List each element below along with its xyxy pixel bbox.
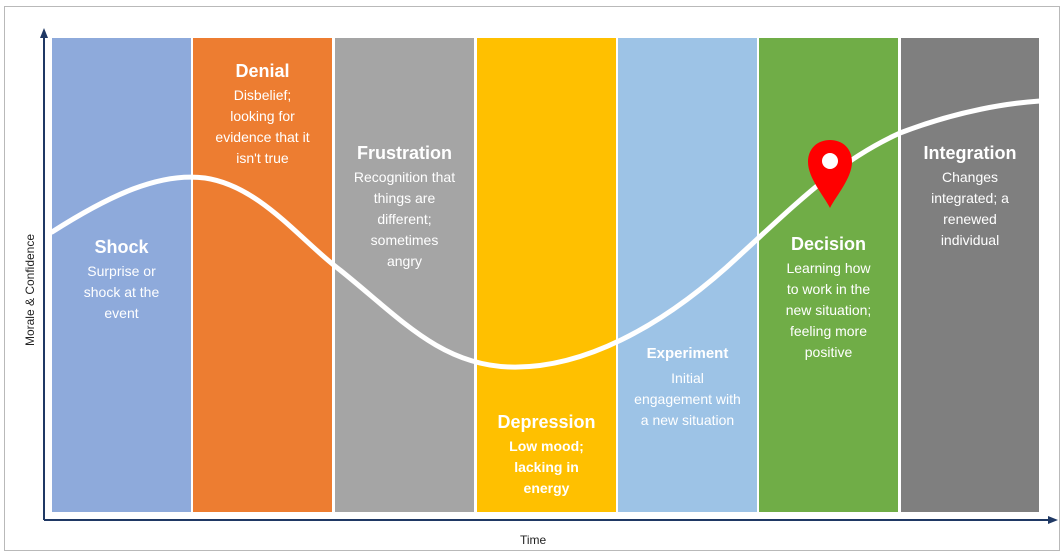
stage-desc-line: engagement with (634, 391, 741, 407)
stage-title: Integration (923, 143, 1017, 163)
stage-desc-line: individual (940, 232, 1000, 248)
stage-desc-line: event (104, 305, 139, 321)
map-pin-icon (808, 140, 852, 208)
diagram-frame (4, 6, 1060, 551)
y-axis-arrow-icon (40, 28, 48, 38)
stage-desc-line: a new situation (640, 412, 735, 428)
stage-title: Depression (497, 412, 596, 432)
stage-desc-line: things are (373, 190, 436, 206)
stage-desc-line: energy (523, 480, 570, 496)
stage-desc-line: integrated; a (931, 190, 1009, 206)
stage-denial: Denial Disbelief; looking for evidence t… (193, 38, 332, 512)
stage-desc-line: Surprise or (87, 263, 156, 279)
x-axis-arrow-icon (1048, 516, 1058, 524)
stage-desc-line: evidence that it (215, 129, 310, 145)
stage-desc-line: shock at the (83, 284, 160, 300)
stage-shock: Shock Surprise or shock at the event (52, 38, 191, 512)
stage-desc-line: angry (386, 253, 423, 269)
stage-desc-line: Disbelief; (233, 87, 292, 103)
stage-desc-line: Recognition that (353, 169, 456, 185)
y-axis-label: Morale & Confidence (23, 233, 37, 347)
stage-experiment: Experiment Initial engagement with a new… (618, 38, 757, 512)
stage-decision: Decision Learning how to work in the new… (759, 38, 898, 512)
stage-desc-line: Initial (671, 370, 704, 386)
stage-desc-line: Low mood; (509, 438, 584, 454)
stage-title: Denial (235, 61, 290, 81)
stage-desc-line: isn't true (236, 150, 289, 166)
stage-desc-line: sometimes (370, 232, 439, 248)
stage-desc-line: Learning how (786, 260, 871, 276)
morale-curve (49, 98, 1043, 370)
stage-title: Frustration (356, 143, 452, 163)
stage-desc-line: positive (804, 344, 853, 360)
stage-title: Shock (94, 237, 149, 257)
stage-frustration: Frustration Recognition that things are … (335, 38, 474, 512)
stage-title: Experiment (646, 345, 729, 362)
stage-desc-line: lacking in (514, 459, 579, 475)
stage-integration: Integration Changes integrated; a renewe… (901, 38, 1039, 512)
stage-title: Decision (790, 234, 867, 254)
stage-desc-line: looking for (230, 108, 295, 124)
stage-desc-line: new situation; (785, 302, 872, 318)
x-axis-label: Time (520, 533, 547, 547)
stage-desc-line: Changes (941, 169, 999, 185)
stage-desc-line: different; (377, 211, 432, 227)
stage-depression: Depression Low mood; lacking in energy (477, 38, 616, 512)
stage-desc-line: feeling more (789, 323, 868, 339)
stage-desc-line: renewed (943, 211, 997, 227)
stage-desc-line: to work in the (786, 281, 871, 297)
